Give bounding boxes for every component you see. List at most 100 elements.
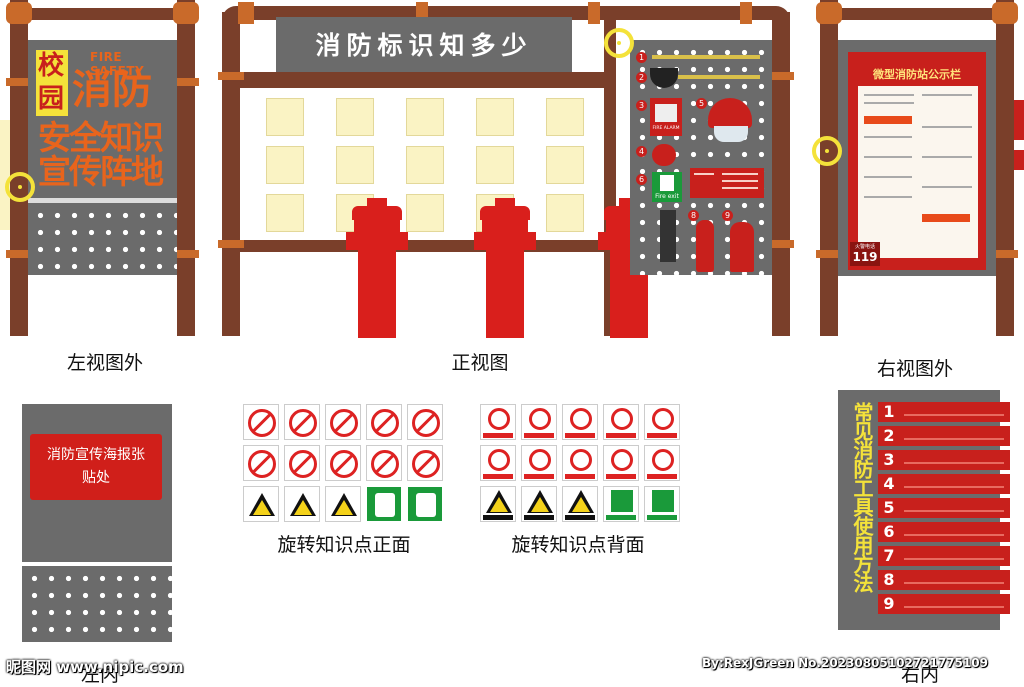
fire-axe-icon — [660, 210, 676, 262]
no-fireworks-sign-icon — [562, 404, 598, 440]
pegboard — [28, 203, 177, 275]
no-open-flame-sign-icon — [603, 404, 639, 440]
knowledge-card[interactable] — [266, 194, 304, 232]
notice-line — [922, 156, 972, 158]
mini-hydrant-icon — [730, 222, 754, 272]
tool-method-list: 1 2 3 4 5 6 7 8 9 — [878, 402, 1010, 622]
no-flammables-sign-icon — [521, 445, 557, 481]
plate-line — [722, 187, 758, 189]
top-arch-rail — [222, 6, 790, 20]
joint — [6, 250, 32, 258]
upper-rail — [240, 72, 604, 88]
knowledge-card[interactable] — [406, 194, 444, 232]
equipment-number: 1 — [636, 52, 647, 63]
watermark-left: 昵图网 www.nipic.com — [6, 658, 184, 676]
notice-line — [922, 186, 972, 188]
list-item: 8 — [878, 570, 1010, 590]
list-item: 9 — [878, 594, 1010, 614]
notice-heading — [864, 116, 912, 124]
knowledge-card[interactable] — [476, 98, 514, 136]
list-item: 4 — [878, 474, 1010, 494]
plate-line — [722, 180, 758, 182]
no-burning-sign-icon — [644, 404, 680, 440]
notice-line — [922, 126, 972, 128]
item-number: 1 — [883, 402, 895, 421]
fire-helmet-icon — [708, 98, 752, 128]
joint — [992, 2, 1018, 24]
lower-rail — [240, 240, 604, 252]
caption-left-inner: 左内 — [80, 664, 119, 686]
notice-line — [864, 136, 912, 138]
fire-title: 消防 — [72, 67, 152, 113]
joint — [588, 2, 600, 24]
knowledge-card[interactable] — [546, 146, 584, 184]
left-outer-panel: 校 园 FIRE SAFETY 消防 安全知识 宣传阵地 — [28, 40, 177, 198]
right-post — [996, 0, 1014, 336]
no-open-flame-sign-icon — [366, 404, 402, 440]
warning-explosive-sign-icon — [480, 486, 516, 522]
plate-line — [694, 173, 714, 175]
no-blocking-sign-icon — [603, 445, 639, 481]
notice-line — [864, 94, 914, 96]
notice-line — [922, 94, 972, 96]
equipment-number: 9 — [722, 210, 733, 221]
slogan-line-2: 宣传阵地 — [38, 152, 164, 191]
joint — [6, 78, 32, 86]
school-char-2: 园 — [38, 84, 65, 114]
fire-hook-icon — [652, 55, 760, 59]
alarm-bell-icon — [652, 144, 676, 166]
school-badge — [36, 50, 68, 116]
knowledge-card[interactable] — [406, 98, 444, 136]
emergency-break-sign-icon — [603, 486, 639, 522]
hydrant-icon — [346, 198, 408, 338]
joint — [218, 72, 244, 80]
list-item: 5 — [878, 498, 1010, 518]
no-fireworks-sign-icon — [325, 404, 361, 440]
item-number: 8 — [883, 570, 895, 589]
no-phone-sign-icon — [562, 445, 598, 481]
exit-sign: Fire exit — [652, 172, 682, 202]
item-number: 9 — [883, 594, 895, 613]
side-red-strip — [1014, 150, 1024, 170]
poster-text: 消防宣传海报张贴处 — [47, 447, 145, 486]
knowledge-card[interactable] — [546, 98, 584, 136]
knowledge-card[interactable] — [406, 146, 444, 184]
side-paper — [0, 120, 10, 230]
warning-flammable-sign-icon — [521, 486, 557, 522]
notice-heading — [922, 214, 970, 222]
joint — [816, 250, 842, 258]
knowledge-card[interactable] — [546, 194, 584, 232]
knowledge-card[interactable] — [336, 98, 374, 136]
item-number: 2 — [883, 426, 895, 445]
exit-label: Fire exit — [655, 193, 679, 200]
helmet-visor — [714, 126, 748, 142]
notice-line — [864, 102, 914, 104]
poster-area: 消防宣传海报张贴处 — [30, 434, 162, 500]
no-matches-sign-icon — [243, 445, 279, 481]
shovel-handle — [678, 75, 760, 79]
front-banner-title: 消防标识知多少 — [315, 31, 533, 60]
caption-left-outer: 左视图外 — [66, 352, 143, 374]
top-rail — [820, 8, 1014, 20]
joint — [173, 78, 199, 86]
watermark-right: By:RexJGreen No.20230805102721775109 — [702, 656, 988, 670]
knowledge-card[interactable] — [266, 146, 304, 184]
caption-signs-front: 旋转知识点正面 — [277, 534, 411, 556]
no-phone-sign-icon — [325, 445, 361, 481]
hotline-number: 119 — [852, 250, 878, 264]
equipment-number: 5 — [696, 98, 707, 109]
left-inner-pegboard — [22, 566, 172, 642]
caption-signs-back: 旋转知识点背面 — [511, 534, 645, 556]
list-item: 2 — [878, 426, 1010, 446]
left-post — [10, 0, 28, 336]
list-item: 3 — [878, 450, 1010, 470]
emergency-break-sign-icon — [366, 486, 402, 522]
front-banner: 消防标识知多少 — [276, 17, 572, 72]
knowledge-card[interactable] — [476, 146, 514, 184]
item-number: 7 — [883, 546, 895, 565]
item-number: 4 — [883, 474, 895, 493]
top-rail — [10, 8, 195, 20]
knowledge-card[interactable] — [266, 98, 304, 136]
equipment-number: 2 — [636, 72, 647, 83]
knowledge-card[interactable] — [336, 146, 374, 184]
